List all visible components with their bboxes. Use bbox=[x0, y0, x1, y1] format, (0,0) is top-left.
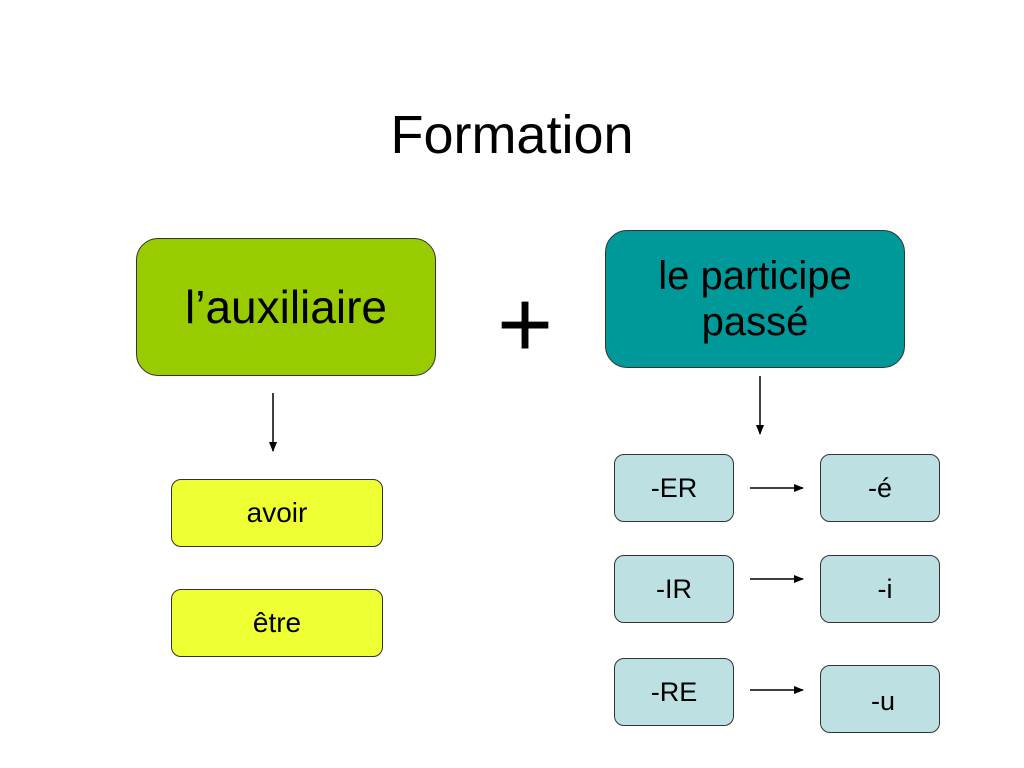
ending-re-box: -RE bbox=[614, 658, 734, 726]
participle-label-line2: passé bbox=[701, 300, 809, 344]
auxiliary-option-label: avoir bbox=[246, 497, 308, 528]
ending-ir-box: -IR bbox=[614, 555, 734, 623]
participle-ending-label: -u bbox=[870, 686, 895, 716]
participle-ending-u-box: -u bbox=[820, 665, 940, 733]
auxiliary-option-avoir: avoir bbox=[171, 479, 383, 547]
participle-ending-label: -é bbox=[867, 473, 892, 503]
infinitive-ending-label: -IR bbox=[656, 574, 692, 604]
participle-ending-e-box: -é bbox=[820, 454, 940, 522]
auxiliary-label: l’auxiliaire bbox=[185, 281, 387, 333]
auxiliary-option-label: être bbox=[252, 607, 302, 638]
participle-ending-label: -i bbox=[877, 574, 893, 604]
auxiliary-box: l’auxiliaire bbox=[136, 238, 436, 376]
auxiliary-option-etre: être bbox=[171, 589, 383, 657]
slide-title: Formation bbox=[390, 105, 634, 165]
plus-sign: + bbox=[496, 271, 554, 378]
infinitive-ending-label: -RE bbox=[650, 677, 698, 707]
participle-label-line1: le participe bbox=[658, 254, 852, 298]
participle-ending-i-box: -i bbox=[820, 555, 940, 623]
participle-box: le participe passé bbox=[605, 230, 905, 368]
infinitive-ending-label: -ER bbox=[650, 473, 698, 503]
ending-er-box: -ER bbox=[614, 454, 734, 522]
